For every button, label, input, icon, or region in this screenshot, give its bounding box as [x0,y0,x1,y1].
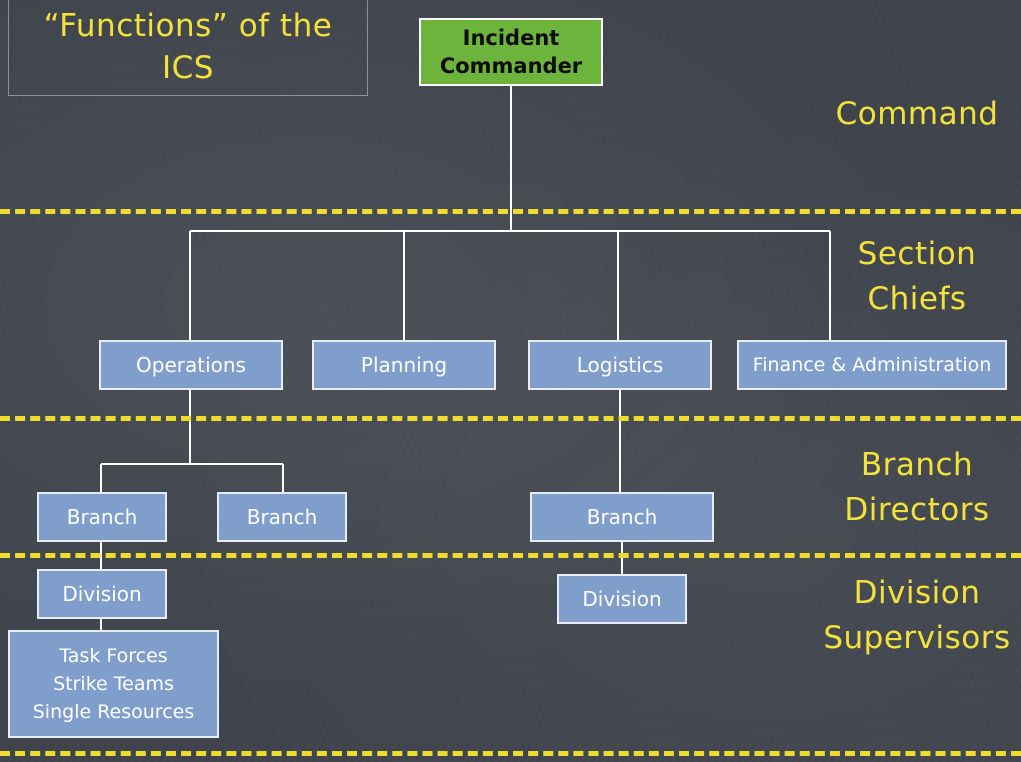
operations-branch-box-1: Branch [37,492,167,542]
level-divider-1 [0,209,1021,214]
operations-branch-box-2: Branch [217,492,347,542]
operations-division-box: Division [37,569,167,619]
level-divider-2 [0,416,1021,421]
logistics-division-box: Division [557,574,687,624]
level-divider-3 [0,553,1021,558]
slide-title: “Functions” of the ICS [43,8,333,86]
operations-box: Operations [99,340,283,390]
finance-administration-box: Finance & Administration [737,340,1007,390]
level-label-command: Command [835,96,999,132]
logistics-box: Logistics [528,340,712,390]
planning-box: Planning [312,340,496,390]
logistics-branch-box: Branch [530,492,714,542]
level-label-branch-directors: Branch Directors [844,447,990,528]
level-divider-4 [0,751,1021,756]
task-forces-resources-box: Task Forces Strike Teams Single Resource… [8,630,219,738]
title-box: “Functions” of the ICS [8,0,368,96]
level-label-section-chiefs: Section Chiefs [857,236,977,317]
incident-commander-box: Incident Commander [419,18,603,86]
level-label-division-supervisors: Division Supervisors [823,575,1011,656]
